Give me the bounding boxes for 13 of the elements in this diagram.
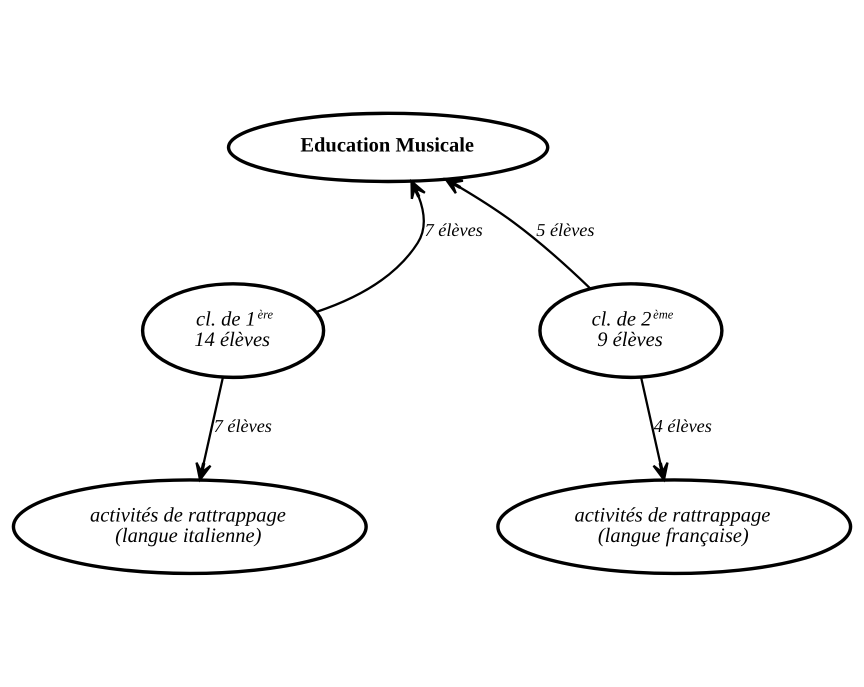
arrow: [195, 376, 224, 481]
edge-label: 7 élèves: [214, 416, 272, 436]
arrow: [316, 180, 426, 314]
node-ellipse: Education Musicale: [226, 112, 550, 184]
node-ellipse: cl. de 1$^{ère}$ 14 élèves: [140, 282, 326, 380]
node-ellipse: activités de rattrappage (langue française): [496, 478, 852, 576]
node-ellipse: activités de rattrappage (langue italienne): [12, 478, 368, 576]
edge-label: 7 élèves: [424, 220, 483, 240]
arrow: [640, 376, 669, 481]
arrow: [444, 178, 592, 290]
node-ellipse: cl. de 2$^{ème}$ 9 élèves: [538, 282, 724, 380]
edge-label: 4 élèves: [654, 416, 712, 436]
edge-label: 5 élèves: [536, 220, 594, 240]
